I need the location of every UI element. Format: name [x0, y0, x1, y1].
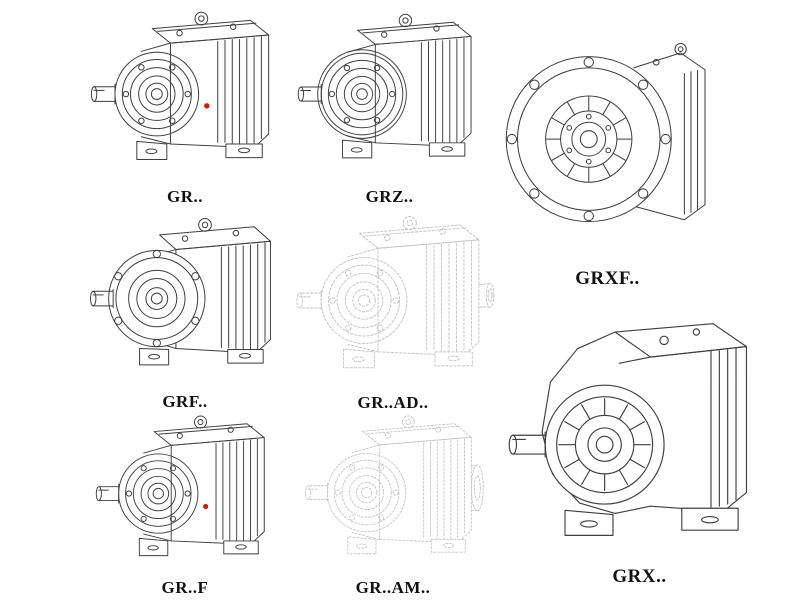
model-label-gr-ad: GR..AD.. — [357, 393, 429, 412]
gearbox-figure-grz: GRZ.. — [292, 2, 487, 207]
motor-flange-detail — [470, 464, 484, 512]
extra-bearing-ring — [317, 49, 407, 139]
gearbox-drawing-grf — [85, 206, 285, 392]
gearbox-drawing-grxf — [495, 6, 720, 261]
gearbox-figure-grx: GRX.. — [492, 298, 787, 598]
model-label-gr-am: GR..AM.. — [355, 578, 431, 597]
model-label-grx: GRX.. — [612, 566, 667, 587]
gearbox-figure-gr-ad: GR..AD.. — [288, 210, 498, 416]
gearbox-drawing-grz — [292, 2, 487, 187]
gearbox-figure-gr-am: GR..AM.. — [288, 410, 498, 600]
model-label-gr: GR.. — [167, 187, 203, 206]
gearbox-drawing-gr-f — [85, 410, 285, 578]
input-adapter-detail — [478, 282, 495, 309]
gearbox-figure-gr-f: GR..F — [85, 410, 285, 600]
oil-plug-marker — [203, 503, 209, 510]
model-label-grz: GRZ.. — [365, 187, 414, 206]
model-label-grxf: GRXF.. — [575, 268, 640, 289]
gearbox-drawing-grx — [492, 298, 784, 560]
gearbox-figure-grf: GRF.. — [85, 206, 285, 416]
gearbox-drawing-gr-ad — [288, 210, 495, 392]
oil-plug-marker — [204, 103, 210, 109]
gearbox-drawing-gr — [85, 2, 285, 187]
gearbox-figure-gr: GR.. — [85, 2, 285, 207]
model-label-gr-f: GR..F — [161, 578, 209, 597]
gearbox-figure-grxf: GRXF.. — [495, 6, 720, 296]
model-label-grf: GRF.. — [162, 392, 208, 411]
gearbox-drawing-gr-am — [288, 410, 484, 576]
